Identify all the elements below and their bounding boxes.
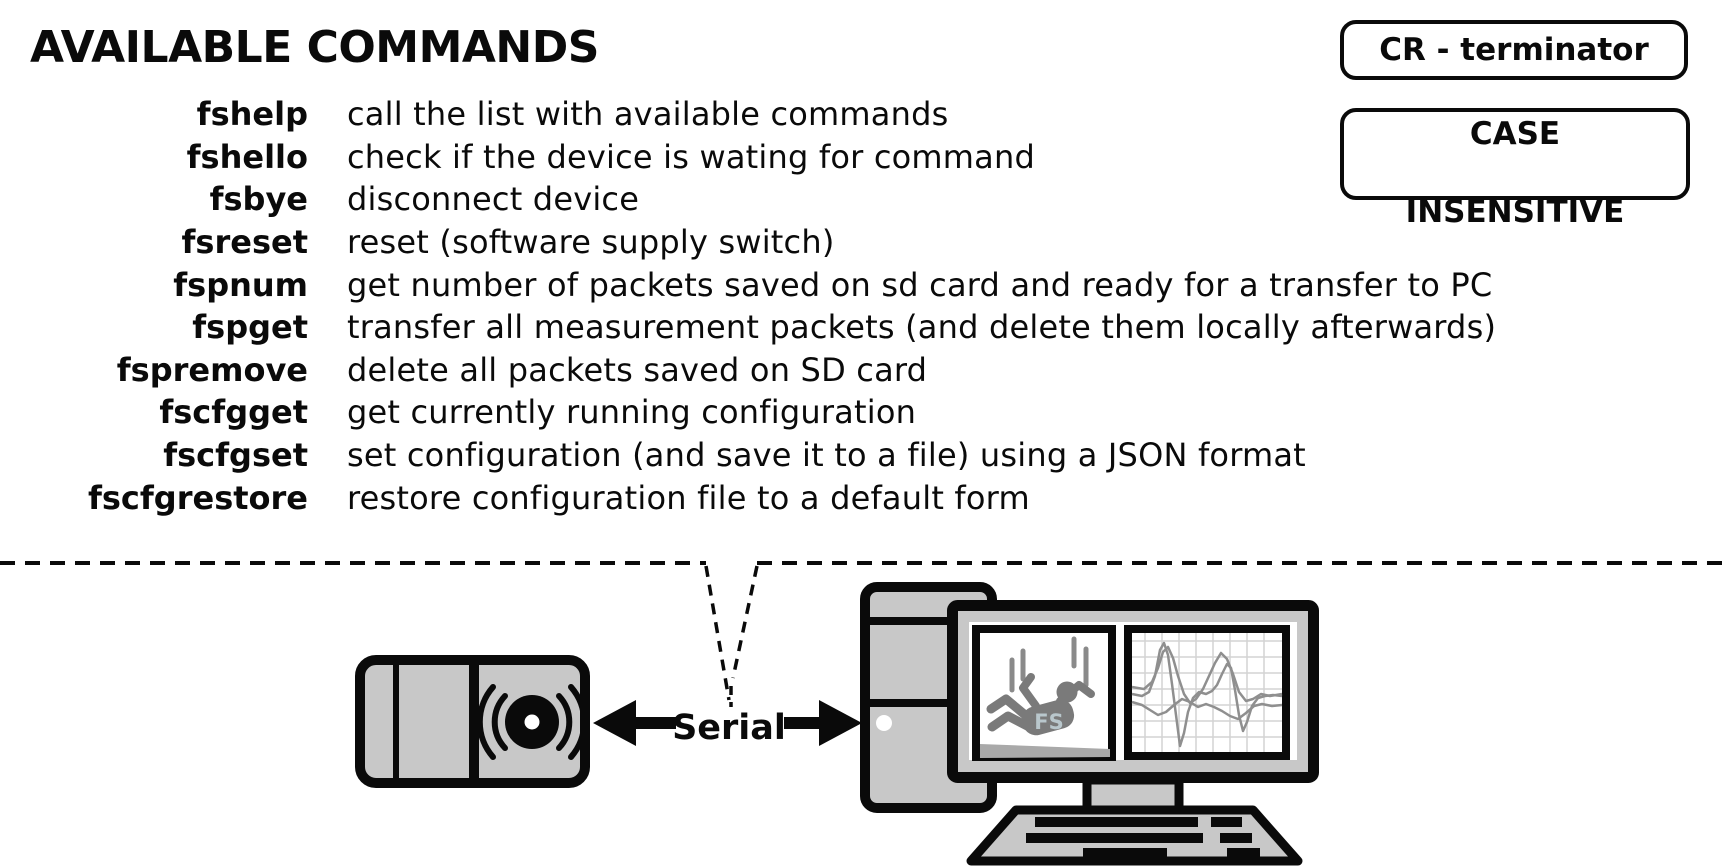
buzzer-sound-waves-icon <box>476 684 588 760</box>
command-row: fshelp call the list with available comm… <box>0 93 1496 136</box>
command-description: call the list with available commands <box>347 95 949 134</box>
fs-device <box>355 655 590 788</box>
badge-cr-terminator: CR - terminator <box>1340 20 1688 80</box>
command-row: fscfgset set configuration (and save it … <box>0 434 1496 477</box>
command-row: fspget transfer all measurement packets … <box>0 306 1496 349</box>
falling-person-icon: FS <box>980 636 1110 758</box>
fs-monogram: FS <box>1034 710 1063 734</box>
command-description: check if the device is wating for comman… <box>347 137 1035 176</box>
command-description: transfer all measurement packets (and de… <box>347 308 1497 347</box>
badge-case-line1: CASE <box>1469 116 1561 152</box>
command-name: fscfgget <box>159 393 308 432</box>
command-row: fscfgget get currently running configura… <box>0 391 1496 434</box>
command-name: fshelp <box>196 95 308 134</box>
serial-label: Serial <box>672 708 786 748</box>
command-description: get number of packets saved on sd card a… <box>347 265 1493 304</box>
command-name: fspnum <box>173 265 308 304</box>
command-row: fspremove delete all packets saved on SD… <box>0 349 1496 392</box>
command-description: reset (software supply switch) <box>347 223 835 262</box>
badge-case-line2: INSENSITIVE <box>1405 194 1625 230</box>
waveform-traces <box>1131 641 1283 748</box>
command-row: fscfgrestore restore configuration file … <box>0 476 1496 519</box>
command-description: restore configuration file to a default … <box>347 478 1030 517</box>
command-name: fsbye <box>209 180 308 219</box>
command-name: fspremove <box>116 350 308 389</box>
badge-case-insensitive: CASE INSENSITIVE <box>1340 108 1690 230</box>
power-led-icon <box>876 715 892 731</box>
command-description: set configuration (and save it to a file… <box>347 436 1306 475</box>
callout-funnel-lines <box>704 565 759 707</box>
command-row: fspnum get number of packets saved on sd… <box>0 263 1496 306</box>
command-name: fscfgset <box>163 436 308 475</box>
command-name: fsreset <box>181 223 309 262</box>
waveform-grid <box>1132 633 1282 752</box>
command-description: delete all packets saved on SD card <box>347 350 928 389</box>
command-row: fsreset reset (software supply switch) <box>0 221 1496 264</box>
command-name: fshello <box>186 137 308 176</box>
command-row: fsbye disconnect device <box>0 178 1496 221</box>
fall-detection-panel: FS <box>972 625 1116 761</box>
keyboard <box>966 805 1303 866</box>
command-name: fspget <box>192 308 308 347</box>
command-description: get currently running configuration <box>347 393 917 432</box>
command-row: fshello check if the device is wating fo… <box>0 136 1496 179</box>
page-title: AVAILABLE COMMANDS <box>30 22 599 73</box>
command-list: fshelp call the list with available comm… <box>0 93 1496 519</box>
command-name: fscfgrestore <box>87 478 308 517</box>
left-arrow-icon <box>593 700 676 746</box>
keyboard-keys <box>1026 817 1260 858</box>
badge-cr-terminator-label: CR - terminator <box>1379 32 1649 68</box>
command-description: disconnect device <box>347 180 640 219</box>
monitor: FS <box>947 600 1319 783</box>
serial-link: Serial <box>593 700 862 748</box>
right-arrow-icon <box>784 700 862 746</box>
ground-ramp <box>980 744 1110 758</box>
serial-connection-diagram: Serial <box>0 561 1730 866</box>
waveform-panel <box>1124 625 1290 760</box>
